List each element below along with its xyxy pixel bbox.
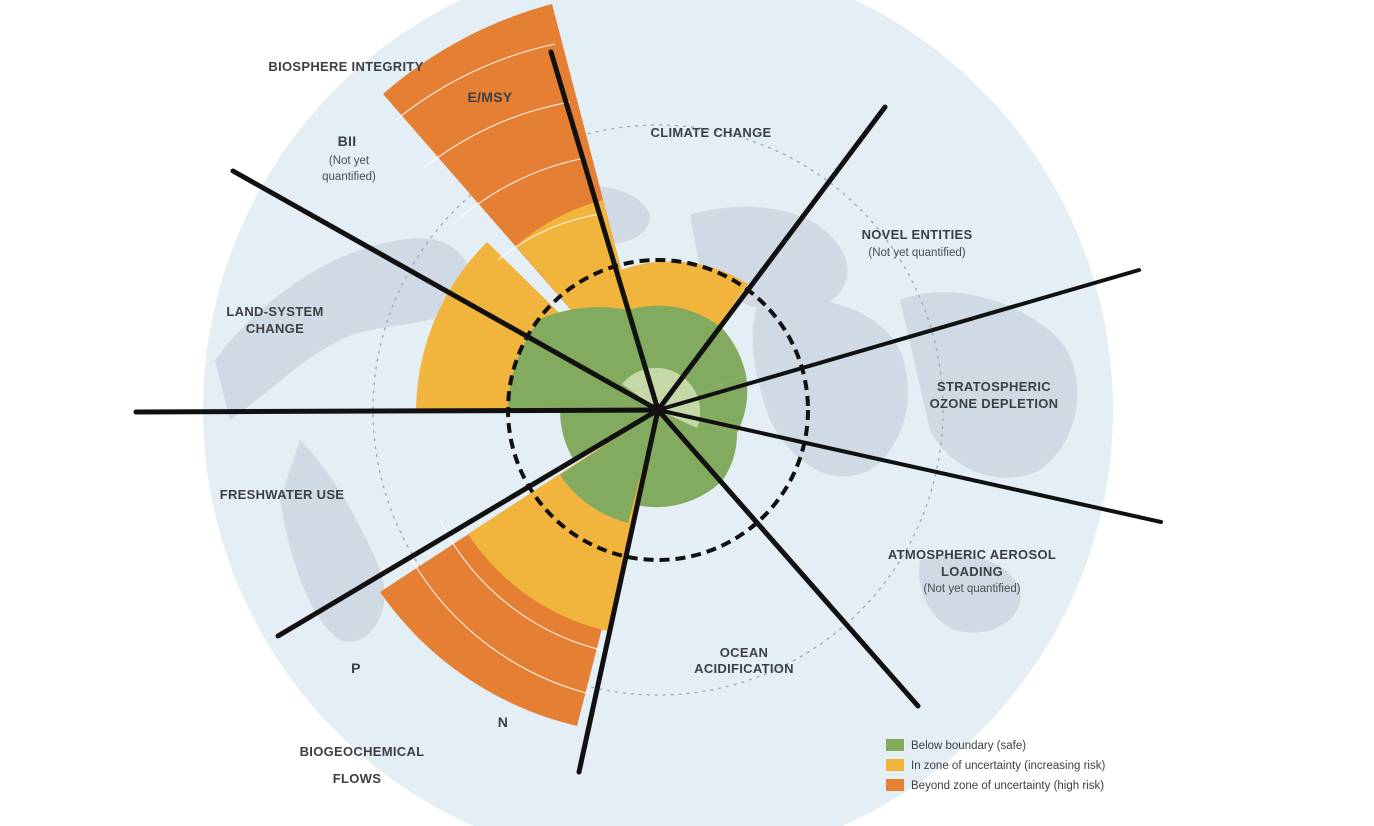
label-bii-note-2: quantified) bbox=[322, 171, 376, 183]
label-ocean-1: OCEAN bbox=[720, 645, 768, 660]
label-bii: BII bbox=[338, 133, 357, 149]
labels: BIOSPHERE INTEGRITY E/MSY BII (Not yet q… bbox=[220, 59, 1059, 786]
legend-label-uncertainty: In zone of uncertainty (increasing risk) bbox=[911, 760, 1105, 772]
label-land-system-1: LAND-SYSTEM bbox=[226, 304, 323, 319]
label-bii-note-1: (Not yet bbox=[329, 155, 370, 167]
label-stratospheric-2: OZONE DEPLETION bbox=[930, 396, 1059, 411]
label-biogeochemical-1: BIOGEOCHEMICAL bbox=[300, 744, 425, 759]
ring-separators bbox=[395, 43, 611, 695]
label-n: N bbox=[498, 714, 508, 730]
label-p: P bbox=[351, 660, 361, 676]
label-aerosol-note: (Not yet quantified) bbox=[923, 583, 1020, 595]
sector-divider-lines bbox=[133, 49, 1163, 775]
legend-swatch-uncertainty bbox=[886, 759, 904, 771]
label-land-system-2: CHANGE bbox=[246, 321, 304, 336]
label-biosphere-integrity: BIOSPHERE INTEGRITY bbox=[268, 59, 423, 74]
label-climate-change: CLIMATE CHANGE bbox=[651, 125, 772, 140]
legend-swatch-high-risk bbox=[886, 779, 904, 791]
wedge-ocean-safe bbox=[636, 410, 722, 508]
label-aerosol-1: ATMOSPHERIC AEROSOL bbox=[888, 547, 1056, 562]
label-ocean-2: ACIDIFICATION bbox=[694, 661, 794, 676]
safe-boundary-circle bbox=[506, 258, 810, 562]
label-freshwater-use: FRESHWATER USE bbox=[220, 487, 345, 502]
label-aerosol-2: LOADING bbox=[941, 564, 1003, 579]
wedge-aerosol-safe bbox=[658, 410, 738, 481]
reference-ring-outer bbox=[372, 124, 944, 696]
label-biogeochemical-2: FLOWS bbox=[333, 771, 381, 786]
label-novel-entities: NOVEL ENTITIES bbox=[862, 227, 973, 242]
wedge-biogeochemical-safe bbox=[560, 410, 658, 523]
legend: Below boundary (safe) In zone of uncerta… bbox=[886, 739, 1105, 792]
label-novel-entities-note: (Not yet quantified) bbox=[868, 247, 965, 259]
label-emsy: E/MSY bbox=[467, 89, 512, 105]
label-stratospheric-1: STRATOSPHERIC bbox=[937, 379, 1051, 394]
legend-label-high-risk: Beyond zone of uncertainty (high risk) bbox=[911, 780, 1104, 792]
legend-swatch-safe bbox=[886, 739, 904, 751]
legend-label-safe: Below boundary (safe) bbox=[911, 740, 1026, 752]
